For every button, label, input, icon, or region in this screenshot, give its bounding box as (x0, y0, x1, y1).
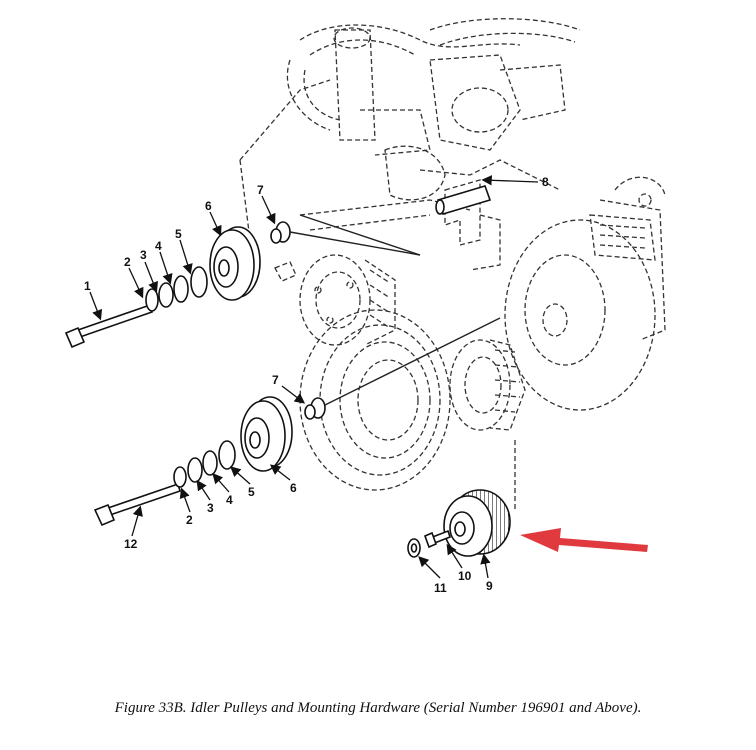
idler-pulley-9 (407, 440, 516, 558)
callout-numbers: 1 2 3 4 5 6 7 8 7 2 3 4 5 6 12 9 10 11 (84, 175, 549, 595)
callout-7: 7 (257, 183, 264, 197)
engine-outline (239, 18, 666, 491)
callout-4-lower: 4 (226, 493, 233, 507)
callout-5: 5 (175, 227, 182, 241)
callout-10: 10 (458, 569, 472, 583)
leader-lines (89, 175, 539, 579)
callout-11: 11 (434, 581, 447, 595)
callout-3-lower: 3 (207, 501, 214, 515)
callout-1: 1 (84, 279, 91, 293)
callout-7-lower: 7 (272, 373, 279, 387)
callout-2: 2 (124, 255, 131, 269)
callout-5-lower: 5 (248, 485, 255, 499)
callout-9: 9 (486, 579, 493, 593)
callout-6: 6 (205, 199, 212, 213)
callout-6-lower: 6 (290, 481, 297, 495)
callout-8: 8 (542, 175, 549, 189)
idler-pulley-diagram: 1 2 3 4 5 6 7 8 7 2 3 4 5 6 12 9 10 11 (64, 18, 666, 595)
spacer-part-8 (435, 185, 492, 215)
callout-2-lower: 2 (186, 513, 193, 527)
callout-3: 3 (140, 248, 147, 262)
lower-idler-assembly (93, 317, 501, 527)
figure-caption: Figure 33B. Idler Pulleys and Mounting H… (114, 700, 642, 716)
callout-12: 12 (124, 537, 138, 551)
upper-idler-assembly (64, 214, 421, 349)
callout-4: 4 (155, 239, 162, 253)
red-arrow-icon (520, 528, 648, 552)
